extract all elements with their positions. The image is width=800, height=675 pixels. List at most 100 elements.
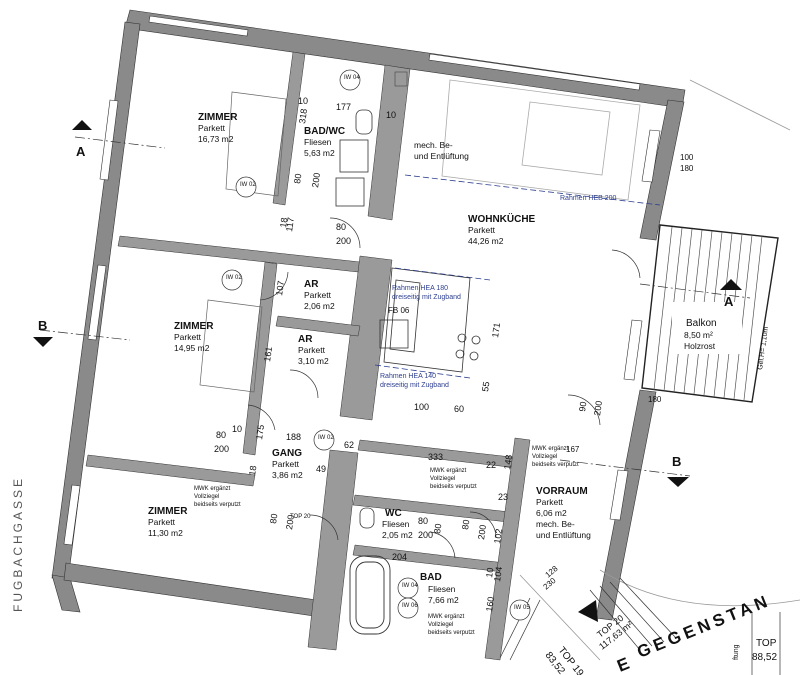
section-b-right: B xyxy=(672,454,681,469)
dim: 177 xyxy=(336,102,351,112)
marker-iw05: IW 05 xyxy=(514,605,530,611)
street-lines xyxy=(519,79,800,661)
vorraum-floor: Parkett xyxy=(536,497,564,507)
dim: 104 xyxy=(492,566,504,582)
room-label-wohnkueche: WOHNKÜCHE Parkett 44,26 m2 xyxy=(468,212,536,246)
dim: 200 xyxy=(592,400,604,416)
room-label-gang: GANG Parkett 3,86 m2 xyxy=(272,448,303,480)
ar1-floor: Parkett xyxy=(304,290,332,300)
ar1-name: AR xyxy=(304,279,319,290)
vorraum-name: VORRAUM xyxy=(536,486,588,497)
dim: 18 xyxy=(278,217,289,228)
room-label-ar1: AR Parkett 2,06 m2 xyxy=(304,279,335,311)
section-markers xyxy=(33,120,742,487)
dim: 90 xyxy=(577,401,588,412)
zimmer2-floor: Parkett xyxy=(174,332,202,342)
note-mwk-left2: Vollziegel xyxy=(194,494,219,500)
zimmer3-area: 11,30 m2 xyxy=(148,528,183,538)
bad-wc-floor: Fliesen xyxy=(304,137,332,147)
dim: 10 xyxy=(298,96,308,106)
dim: 23 xyxy=(498,492,508,502)
dim: 80 xyxy=(432,523,443,534)
room-label-bad: BAD Fliesen 7,66 m2 xyxy=(420,572,459,605)
marker-iw04b: IW 04 xyxy=(402,583,418,589)
note-top20-small: TOP 20 xyxy=(290,514,311,520)
dim: 80 xyxy=(460,519,471,530)
dim: 80 xyxy=(216,430,226,440)
dim: 10 xyxy=(232,424,242,434)
dim: 80 xyxy=(336,222,346,232)
gang-area: 3,86 m2 xyxy=(272,470,303,480)
dim: 80 xyxy=(292,173,303,184)
vorraum-area: 6,06 m2 xyxy=(536,508,567,518)
room-label-zimmer1: ZIMMER Parkett 16,73 m2 xyxy=(198,112,238,144)
ar2-floor: Parkett xyxy=(298,345,326,355)
door-swings xyxy=(247,217,641,559)
dim: 100 xyxy=(680,153,694,162)
balkon-name: Balkon xyxy=(686,318,717,329)
dim: 80 xyxy=(268,513,279,524)
vorraum-note1: mech. Be- xyxy=(536,519,575,529)
beams xyxy=(374,174,661,379)
wc-floor: Fliesen xyxy=(382,519,410,529)
wc-name: WC xyxy=(385,508,402,519)
dim: 10 xyxy=(386,110,396,120)
dim: 204 xyxy=(392,552,407,562)
note-mwk3: beidseits verputzt xyxy=(430,484,477,490)
top-right-label: TOP xyxy=(756,638,777,649)
bad-floor: Fliesen xyxy=(428,584,456,594)
bathtub xyxy=(349,555,391,635)
note-mwk-right3: beidseits verputzt xyxy=(532,462,579,468)
wall-type-markers xyxy=(221,69,531,621)
note-mwk-right2: Vollziegel xyxy=(532,454,557,460)
dim: 160 xyxy=(484,596,496,612)
section-b-left: B xyxy=(38,318,47,333)
dim: 200 xyxy=(418,530,433,540)
room-label-bad-wc: BAD/WC Fliesen 5,63 m2 xyxy=(304,126,345,158)
section-a-left: A xyxy=(76,144,86,159)
marker-iw02a: IW 02 xyxy=(240,182,256,188)
dim: 333 xyxy=(428,452,443,462)
dim: 200 xyxy=(214,444,229,454)
ar2-area: 3,10 m2 xyxy=(298,356,329,366)
dim: 62 xyxy=(344,440,354,450)
note-hea180a: Rahmen HEA 180 xyxy=(392,285,448,292)
bad-name: BAD xyxy=(420,572,442,583)
marker-iw02b: IW 02 xyxy=(226,275,242,281)
dim: 200 xyxy=(336,236,351,246)
note-hea180b: dreiseitig mit Zugband xyxy=(392,294,461,301)
dim: 200 xyxy=(476,524,488,540)
dim: 200 xyxy=(310,172,322,188)
section-lines xyxy=(39,136,751,477)
note-mwk-left3: beidseits verputzt xyxy=(194,502,241,508)
dim: 117 xyxy=(284,217,296,233)
dim: 171 xyxy=(490,322,502,338)
note-heb200: Rahmen HEB 200 xyxy=(560,195,617,202)
room-label-vorraum: VORRAUM Parkett 6,06 m2 mech. Be- und En… xyxy=(536,486,591,540)
vorraum-note2: und Entlüftung xyxy=(536,530,591,540)
interior-walls xyxy=(85,51,531,661)
gang-floor: Parkett xyxy=(272,459,300,469)
balcony xyxy=(641,224,779,403)
section-a-right: A xyxy=(724,294,734,309)
street-fugbachgasse: FUGBACHGASSE xyxy=(11,476,25,612)
dim: 18 xyxy=(247,465,258,476)
zimmer2-area: 14,95 m2 xyxy=(174,343,210,353)
zimmer1-area: 16,73 m2 xyxy=(198,134,234,144)
dim: 49 xyxy=(316,464,326,474)
dim: 100 xyxy=(414,402,429,412)
dim: 180 xyxy=(648,395,662,404)
dim: 180 xyxy=(680,164,694,173)
balkon-floor: Holzrost xyxy=(684,341,716,351)
dim: 161 xyxy=(262,346,274,362)
marker-iw02c: IW 02 xyxy=(318,435,334,441)
dim: 167 xyxy=(566,445,580,454)
wc-area: 2,05 m2 xyxy=(382,530,413,540)
wall-type-marker-labels: IW 04 IW 02 IW 02 IW 02 IW 04 IW 06 IW 0… xyxy=(226,75,530,611)
dim: 188 xyxy=(286,432,301,442)
dim: 200 xyxy=(284,514,296,530)
note-mwk1: MWK ergänzt xyxy=(430,468,467,474)
note-mwk2: Vollziegel xyxy=(430,476,455,482)
bad-wc-name: BAD/WC xyxy=(304,126,345,137)
